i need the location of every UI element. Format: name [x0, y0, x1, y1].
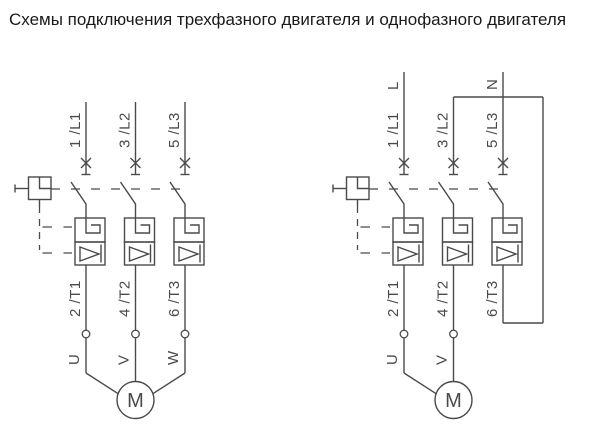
breaker-blade — [487, 181, 504, 218]
thermal-overload-icon — [403, 218, 419, 234]
label-6T3: 6 /T3 — [484, 280, 501, 317]
motor-symbol: M — [116, 380, 155, 420]
label-6T3: 6 /T3 — [166, 280, 183, 317]
thermal-overload-icon — [134, 218, 151, 234]
label-3L2: 3 /L2 — [435, 112, 452, 148]
page-title: Схемы подключения трехфазного двигателя … — [9, 10, 567, 29]
pole-3 — [152, 102, 205, 395]
magnetic-release-box — [441, 241, 474, 266]
mechanism-inner-divider — [38, 177, 51, 190]
label-V: V — [434, 354, 451, 365]
motor-symbol: M — [434, 380, 473, 420]
motor-circle — [116, 380, 155, 420]
breaker-blade — [119, 181, 137, 218]
thermal-overload-icon — [184, 218, 200, 234]
motor-letter: M — [445, 390, 462, 412]
pole-1 — [388, 72, 437, 395]
magnetic-release-icon — [178, 245, 201, 263]
motor-lead — [85, 372, 119, 395]
label-3L2: 3 /L2 — [117, 112, 134, 148]
mechanism-inner-divider — [356, 177, 369, 190]
thermal-overload-icon — [85, 218, 101, 234]
magnetic-release-icon — [496, 245, 519, 263]
label-5L3: 5 /L3 — [166, 112, 183, 148]
magnetic-release-icon — [446, 245, 469, 263]
label-1L1: 1 /L1 — [67, 112, 84, 148]
terminal-circle — [180, 329, 190, 339]
breaker-blade — [70, 181, 87, 218]
magnetic-release-icon — [128, 245, 151, 263]
motor-circle — [434, 380, 473, 420]
label-U: U — [384, 354, 401, 365]
label-2T1: 2 /T1 — [385, 280, 402, 317]
magnetic-release-icon — [397, 245, 420, 263]
thermal-overload-icon — [502, 218, 518, 234]
label-1L1: 1 /L1 — [385, 112, 402, 148]
motor-lead — [403, 372, 437, 395]
breaker-x-icon — [130, 157, 141, 169]
label-U: U — [66, 354, 83, 365]
pole-3 — [487, 72, 523, 323]
label-5L3: 5 /L3 — [484, 112, 501, 148]
magnetic-release-icon — [79, 245, 102, 263]
magnetic-release-box — [74, 241, 106, 266]
single-phase-diagram: M L N 1 /L1 3 /L2 5 /L3 2 /T1 4 /T2 6 /T… — [332, 72, 544, 420]
label-4T2: 4 /T2 — [435, 280, 452, 317]
thermal-overload-icon — [452, 218, 469, 234]
breaker-operating-mechanism — [14, 176, 72, 254]
breaker-x-icon — [398, 157, 410, 169]
terminal-circle — [81, 329, 91, 339]
magnetic-release-box — [123, 241, 156, 266]
breaker-x-icon — [179, 157, 191, 169]
breaker-x-icon — [80, 157, 92, 169]
label-W: W — [165, 350, 182, 365]
terminal-circle — [131, 329, 140, 339]
breaker-blade — [169, 181, 186, 218]
breaker-blade — [388, 181, 405, 218]
magnetic-release-box — [173, 241, 205, 266]
motor-letter: M — [127, 390, 144, 412]
pole-2 — [437, 97, 474, 382]
magnetic-release-box — [491, 241, 523, 266]
three-phase-diagram: M 1 /L1 3 /L2 5 /L3 2 /T1 4 /T2 6 /T3 U … — [14, 102, 205, 420]
motor-lead — [152, 372, 186, 395]
label-N: N — [484, 79, 501, 90]
breaker-blade — [437, 181, 455, 218]
label-V: V — [116, 354, 133, 365]
pole-2 — [119, 102, 156, 382]
terminal-circle — [449, 329, 458, 339]
breaker-x-icon — [497, 157, 509, 169]
breaker-operating-mechanism — [332, 176, 390, 254]
breaker-x-icon — [448, 157, 459, 169]
magnetic-release-box — [392, 241, 424, 266]
pole-1 — [70, 102, 119, 395]
label-2T1: 2 /T1 — [67, 280, 84, 317]
terminal-circle — [399, 329, 409, 339]
label-L: L — [385, 81, 402, 90]
label-4T2: 4 /T2 — [117, 280, 134, 317]
